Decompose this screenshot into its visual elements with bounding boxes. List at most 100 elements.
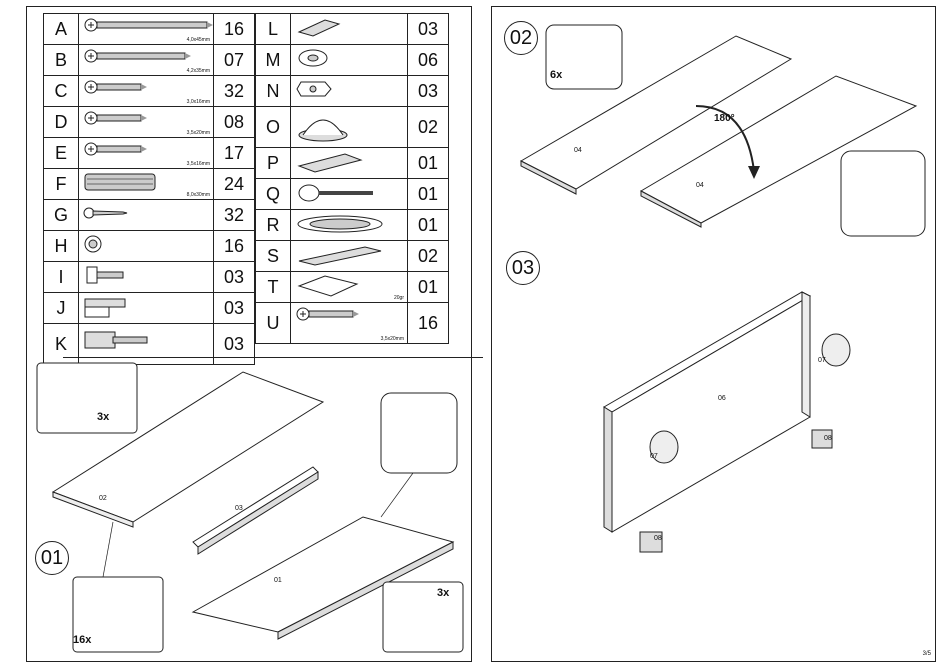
part-letter: L <box>256 14 291 45</box>
page-number: 3/5 <box>923 651 931 657</box>
part-row: Q 01 <box>256 179 449 210</box>
part-illustration <box>291 148 408 179</box>
part-illustration <box>79 200 214 231</box>
part-size: 4,2x35mm <box>187 68 210 74</box>
panel-label-08-b: 08 <box>654 535 662 542</box>
part-letter: R <box>256 210 291 241</box>
part-illustration: 3,5x20mm <box>291 303 408 344</box>
panel-label-07-a: 07 <box>650 453 658 460</box>
part-illustration: 3,5x16mm <box>79 138 214 169</box>
part-quantity: 02 <box>408 241 449 272</box>
step-01-marker: 01 <box>35 541 69 575</box>
part-quantity: 24 <box>214 169 255 200</box>
part-quantity: 17 <box>214 138 255 169</box>
part-quantity: 03 <box>214 262 255 293</box>
multiplier-3x-top: 3x <box>97 411 109 423</box>
part-row: E 3,5x16mm 17 <box>44 138 255 169</box>
part-illustration <box>291 241 408 272</box>
part-row: D 3,5x20mm 08 <box>44 107 255 138</box>
part-row: P 01 <box>256 148 449 179</box>
part-quantity: 01 <box>408 179 449 210</box>
panel-label-04-b: 04 <box>696 182 704 189</box>
part-letter: O <box>256 107 291 148</box>
part-row: O 02 <box>256 107 449 148</box>
part-quantity: 32 <box>214 76 255 107</box>
part-size: 3,5x20mm <box>381 336 404 342</box>
part-letter: I <box>44 262 79 293</box>
part-quantity: 03 <box>214 293 255 324</box>
step-01-number: 01 <box>35 541 69 575</box>
step-01-diagram <box>33 357 467 657</box>
part-letter: D <box>44 107 79 138</box>
part-letter: E <box>44 138 79 169</box>
part-illustration: 4,2x35mm <box>79 45 214 76</box>
rotation-label: 180° <box>714 113 735 124</box>
part-letter: A <box>44 14 79 45</box>
part-quantity: 08 <box>214 107 255 138</box>
part-letter: M <box>256 45 291 76</box>
part-letter: Q <box>256 179 291 210</box>
part-quantity: 32 <box>214 200 255 231</box>
part-illustration <box>291 45 408 76</box>
part-illustration <box>291 210 408 241</box>
part-quantity: 16 <box>408 303 449 344</box>
part-size: 4,0x45mm <box>187 37 210 43</box>
part-illustration <box>79 262 214 293</box>
panel-label-04-a: 04 <box>574 147 582 154</box>
part-letter: F <box>44 169 79 200</box>
part-letter: B <box>44 45 79 76</box>
part-row: C 3,0x16mm 32 <box>44 76 255 107</box>
part-illustration <box>291 76 408 107</box>
part-quantity: 16 <box>214 231 255 262</box>
part-row: I 03 <box>44 262 255 293</box>
part-letter: C <box>44 76 79 107</box>
part-row: M 06 <box>256 45 449 76</box>
part-row: T 20gr 01 <box>256 272 449 303</box>
part-letter: P <box>256 148 291 179</box>
step-03-diagram <box>552 282 872 572</box>
part-illustration: 8,0x30mm <box>79 169 214 200</box>
part-quantity: 06 <box>408 45 449 76</box>
part-letter: T <box>256 272 291 303</box>
panel-label-08-a: 08 <box>824 435 832 442</box>
panel-label-06: 06 <box>718 395 726 402</box>
multiplier-6x: 6x <box>550 69 562 81</box>
part-letter: J <box>44 293 79 324</box>
part-illustration <box>291 179 408 210</box>
part-quantity: 07 <box>214 45 255 76</box>
panel-label-07-b: 07 <box>818 357 826 364</box>
multiplier-3x-bottom: 3x <box>437 587 449 599</box>
part-row: U 3,5x20mm 16 <box>256 303 449 344</box>
part-illustration: 3,0x16mm <box>79 76 214 107</box>
part-row: B 4,2x35mm 07 <box>44 45 255 76</box>
step-02-diagram <box>496 11 931 241</box>
panel-label-03: 03 <box>235 505 243 512</box>
part-row: F 8,0x30mm 24 <box>44 169 255 200</box>
part-quantity: 01 <box>408 210 449 241</box>
part-quantity: 01 <box>408 148 449 179</box>
part-row: G 32 <box>44 200 255 231</box>
part-letter: G <box>44 200 79 231</box>
step-03-marker: 03 <box>506 251 540 285</box>
part-size: 20gr <box>394 295 404 301</box>
step-03-number: 03 <box>506 251 540 285</box>
part-quantity: 16 <box>214 14 255 45</box>
part-quantity: 01 <box>408 272 449 303</box>
part-row: R 01 <box>256 210 449 241</box>
multiplier-16x: 16x <box>73 634 91 646</box>
part-size: 8,0x30mm <box>187 192 210 198</box>
part-row: J 03 <box>44 293 255 324</box>
part-quantity: 02 <box>408 107 449 148</box>
part-letter: U <box>256 303 291 344</box>
part-size: 3,5x20mm <box>187 130 210 136</box>
right-page: 02 6x 180° 04 04 03 06 07 07 08 08 3/5 <box>491 6 936 662</box>
part-size: 3,5x16mm <box>187 161 210 167</box>
part-illustration <box>79 231 214 262</box>
part-size: 3,0x16mm <box>187 99 210 105</box>
part-row: A 4,0x45mm 16 <box>44 14 255 45</box>
part-illustration <box>291 107 408 148</box>
